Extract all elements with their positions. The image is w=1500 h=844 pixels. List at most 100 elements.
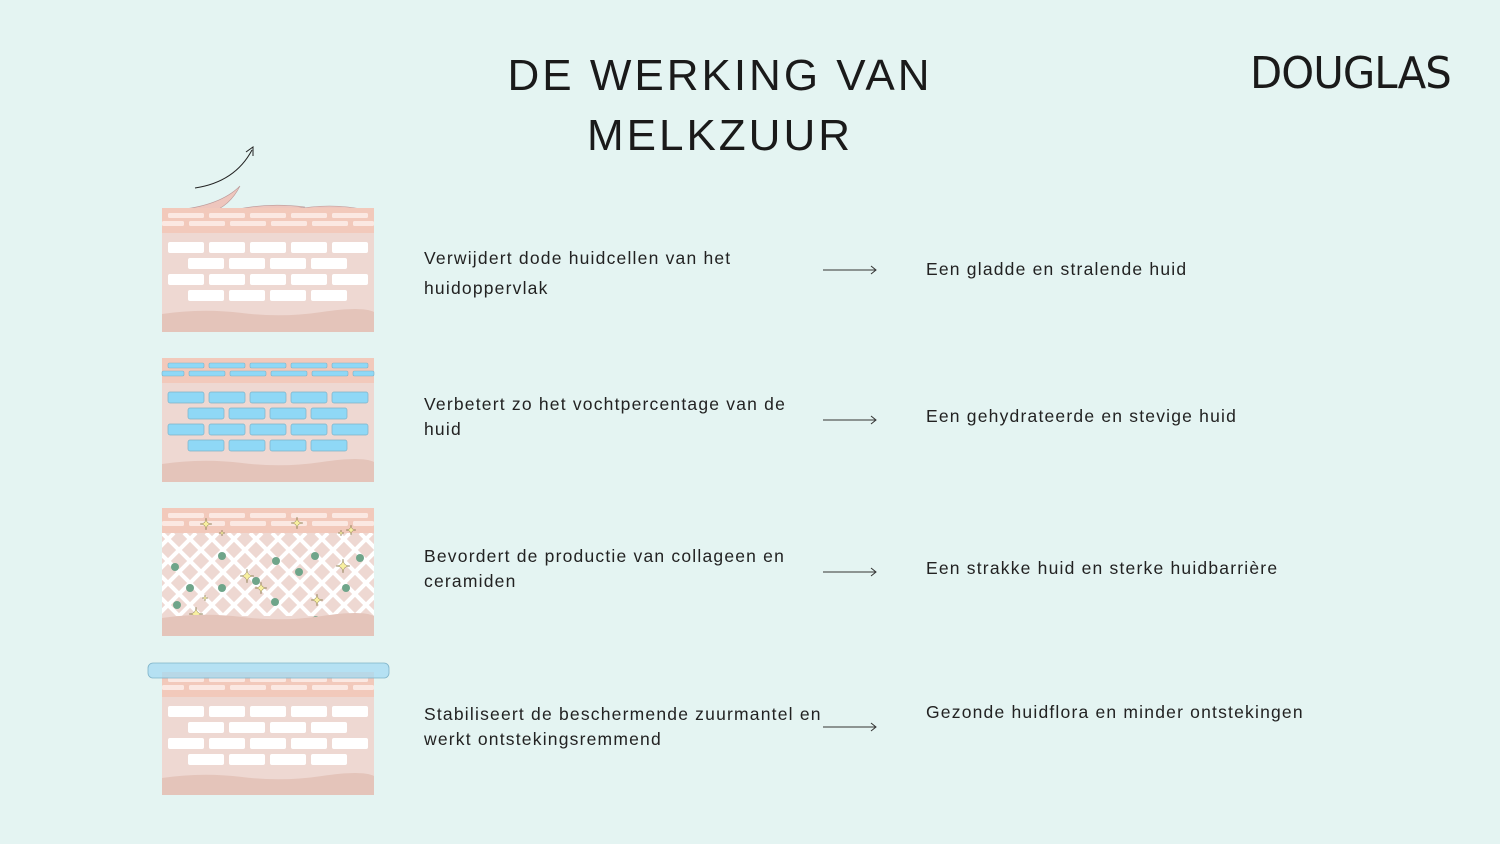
skin-illustration-hydration <box>161 358 375 482</box>
top-cell <box>230 221 266 226</box>
skin-illustration-exfoliation <box>162 146 374 332</box>
skin-cell <box>269 439 307 452</box>
skin-cell <box>209 242 245 253</box>
skin-cell <box>250 242 286 253</box>
skin-cell <box>250 706 286 717</box>
skin-cell <box>291 242 327 253</box>
skin-cell <box>229 722 265 733</box>
curved-arrow-icon <box>194 146 254 189</box>
top-cell <box>332 213 368 218</box>
skin-cell <box>168 706 204 717</box>
skin-cell <box>188 722 224 733</box>
skin-cell <box>209 706 245 717</box>
arrow-right-icon <box>823 567 877 577</box>
skin-cell <box>291 706 327 717</box>
skin-cell <box>331 391 369 404</box>
top-cell <box>291 213 327 218</box>
skin-cell <box>167 391 205 404</box>
top-cell <box>168 213 204 218</box>
skin-cell <box>311 722 347 733</box>
sparkle-icon <box>199 517 213 531</box>
skin-cell <box>188 290 224 301</box>
skin-cell <box>269 407 307 420</box>
sparkle-icon <box>239 568 255 584</box>
result-text-2: Een gehydrateerde en stevige huid <box>926 406 1238 426</box>
top-cell <box>291 513 327 518</box>
title-line-1: DE WERKING VAN <box>507 51 933 100</box>
top-cell <box>250 213 286 218</box>
top-cell <box>290 362 328 369</box>
top-cell <box>161 370 185 377</box>
collagen-dot <box>311 552 319 560</box>
collagen-dot <box>218 552 226 560</box>
page-title: DE WERKING VAN MELKZUUR <box>420 46 1020 166</box>
top-cell <box>230 521 266 526</box>
top-cell <box>312 221 348 226</box>
top-cell <box>168 513 204 518</box>
skin-cell <box>168 738 204 749</box>
arrow-right-icon <box>823 265 877 275</box>
skin-cell <box>229 754 265 765</box>
skin-cell <box>228 439 266 452</box>
dermis-layer <box>162 773 374 795</box>
sparkle-icon <box>201 594 209 602</box>
douglas-logo: DOUGLAS <box>1250 48 1452 99</box>
skin-cell <box>250 738 286 749</box>
top-cell <box>230 685 266 690</box>
skin-cell <box>167 423 205 436</box>
top-cell <box>162 521 184 526</box>
skin-cell <box>249 391 287 404</box>
sparkle-icon <box>337 529 345 537</box>
top-cell <box>162 221 184 226</box>
collagen-dot <box>272 557 280 565</box>
skin-cell <box>331 423 369 436</box>
skin-top-layer <box>162 208 374 233</box>
skin-cell <box>188 754 224 765</box>
skin-illustration-acid-mantle <box>147 662 390 795</box>
top-cell <box>271 221 307 226</box>
top-cell <box>188 370 226 377</box>
top-cell <box>312 521 348 526</box>
arrow-right-icon <box>823 415 877 425</box>
top-cell <box>162 685 184 690</box>
skin-cell <box>290 423 328 436</box>
skin-top-layer <box>162 358 374 383</box>
skin-cell <box>228 407 266 420</box>
skin-cell <box>332 738 368 749</box>
skin-cell <box>188 258 224 269</box>
top-cell <box>332 513 368 518</box>
sparkle-icon <box>218 529 226 537</box>
top-cell <box>189 685 225 690</box>
collagen-dot <box>271 598 279 606</box>
dermis-layer <box>162 613 374 636</box>
sparkle-icon <box>310 593 324 607</box>
skin-cell <box>291 738 327 749</box>
top-cell <box>229 370 267 377</box>
dermis-layer <box>162 459 374 482</box>
skin-cell <box>290 391 328 404</box>
skin-cell <box>310 407 348 420</box>
collagen-dot <box>356 554 364 562</box>
skin-cell <box>291 274 327 285</box>
sparkle-icon <box>290 516 304 530</box>
sparkle-icon <box>335 558 351 574</box>
skin-cell <box>209 274 245 285</box>
collagen-dot <box>252 577 260 585</box>
collagen-dot <box>342 584 350 592</box>
skin-cell <box>270 754 306 765</box>
sparkle-icon <box>345 524 357 536</box>
top-cell <box>353 521 374 526</box>
skin-cell <box>168 242 204 253</box>
skin-cell <box>187 439 225 452</box>
effect-text-1: Verwijdert dode huidcellen van het huido… <box>424 248 732 298</box>
skin-cell <box>332 706 368 717</box>
top-cell <box>271 685 307 690</box>
result-text-3: Een strakke huid en sterke huidbarrière <box>926 558 1279 578</box>
skin-cell <box>310 439 348 452</box>
top-cell <box>209 513 245 518</box>
top-cell <box>271 521 307 526</box>
collagen-dot <box>218 584 226 592</box>
skin-cell <box>209 738 245 749</box>
skin-cell <box>311 258 347 269</box>
result-text-4: Gezonde huidflora en minder ontstekingen <box>926 702 1304 722</box>
